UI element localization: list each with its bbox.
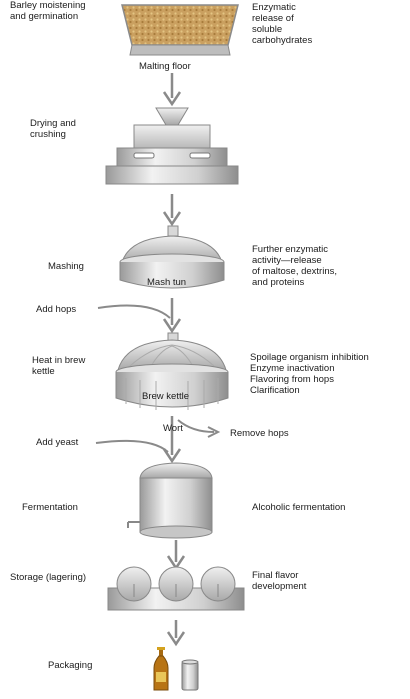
output-label-remove-hops: Remove hops — [230, 428, 289, 439]
step-label-drying: Drying and crushing — [30, 118, 76, 140]
input-label-hops: Add hops — [36, 304, 77, 315]
note-brew-kettle: Spoilage organism inhibition Enzyme inac… — [250, 352, 369, 396]
step-label-mashing: Mashing — [48, 261, 84, 272]
beer-bottle-icon — [153, 647, 169, 691]
malting-floor-graphic — [121, 4, 239, 56]
equipment-label-malting-floor: Malting floor — [139, 61, 191, 72]
lagering-tanks-graphic — [107, 566, 245, 611]
mash-tun-graphic — [119, 225, 225, 289]
flow-arrow — [162, 73, 182, 107]
flow-arrow — [166, 620, 186, 647]
equipment-label-mash-tun: Mash tun — [147, 277, 187, 288]
wort-arrows — [162, 416, 221, 464]
fermentation-tank-graphic — [127, 462, 213, 539]
flow-arrow — [166, 540, 186, 571]
drying-crushing-machine-graphic — [105, 107, 239, 185]
add-yeast-arrow — [95, 439, 169, 453]
input-label-yeast: Add yeast — [36, 437, 79, 448]
note-malting: Enzymatic release of soluble carbohydrat… — [252, 2, 313, 46]
note-fermentation: Alcoholic fermentation — [252, 502, 346, 513]
output-label-wort: Wort — [163, 423, 183, 434]
add-hops-arrow — [97, 298, 182, 334]
step-label-heat: Heat in brew kettle — [32, 355, 86, 377]
note-mashing: Further enzymatic activity—release of ma… — [252, 244, 338, 288]
beer-can-icon — [181, 659, 199, 691]
step-label-storage: Storage (lagering) — [10, 572, 87, 583]
step-label-packaging: Packaging — [48, 660, 93, 671]
brew-kettle-graphic — [115, 332, 229, 410]
step-label-barley: Barley moistening and germination — [10, 0, 86, 22]
equipment-label-brew-kettle: Brew kettle — [142, 391, 189, 402]
flow-arrow — [162, 194, 182, 227]
note-storage: Final flavor development — [252, 570, 307, 592]
step-label-fermentation: Fermentation — [22, 502, 78, 513]
